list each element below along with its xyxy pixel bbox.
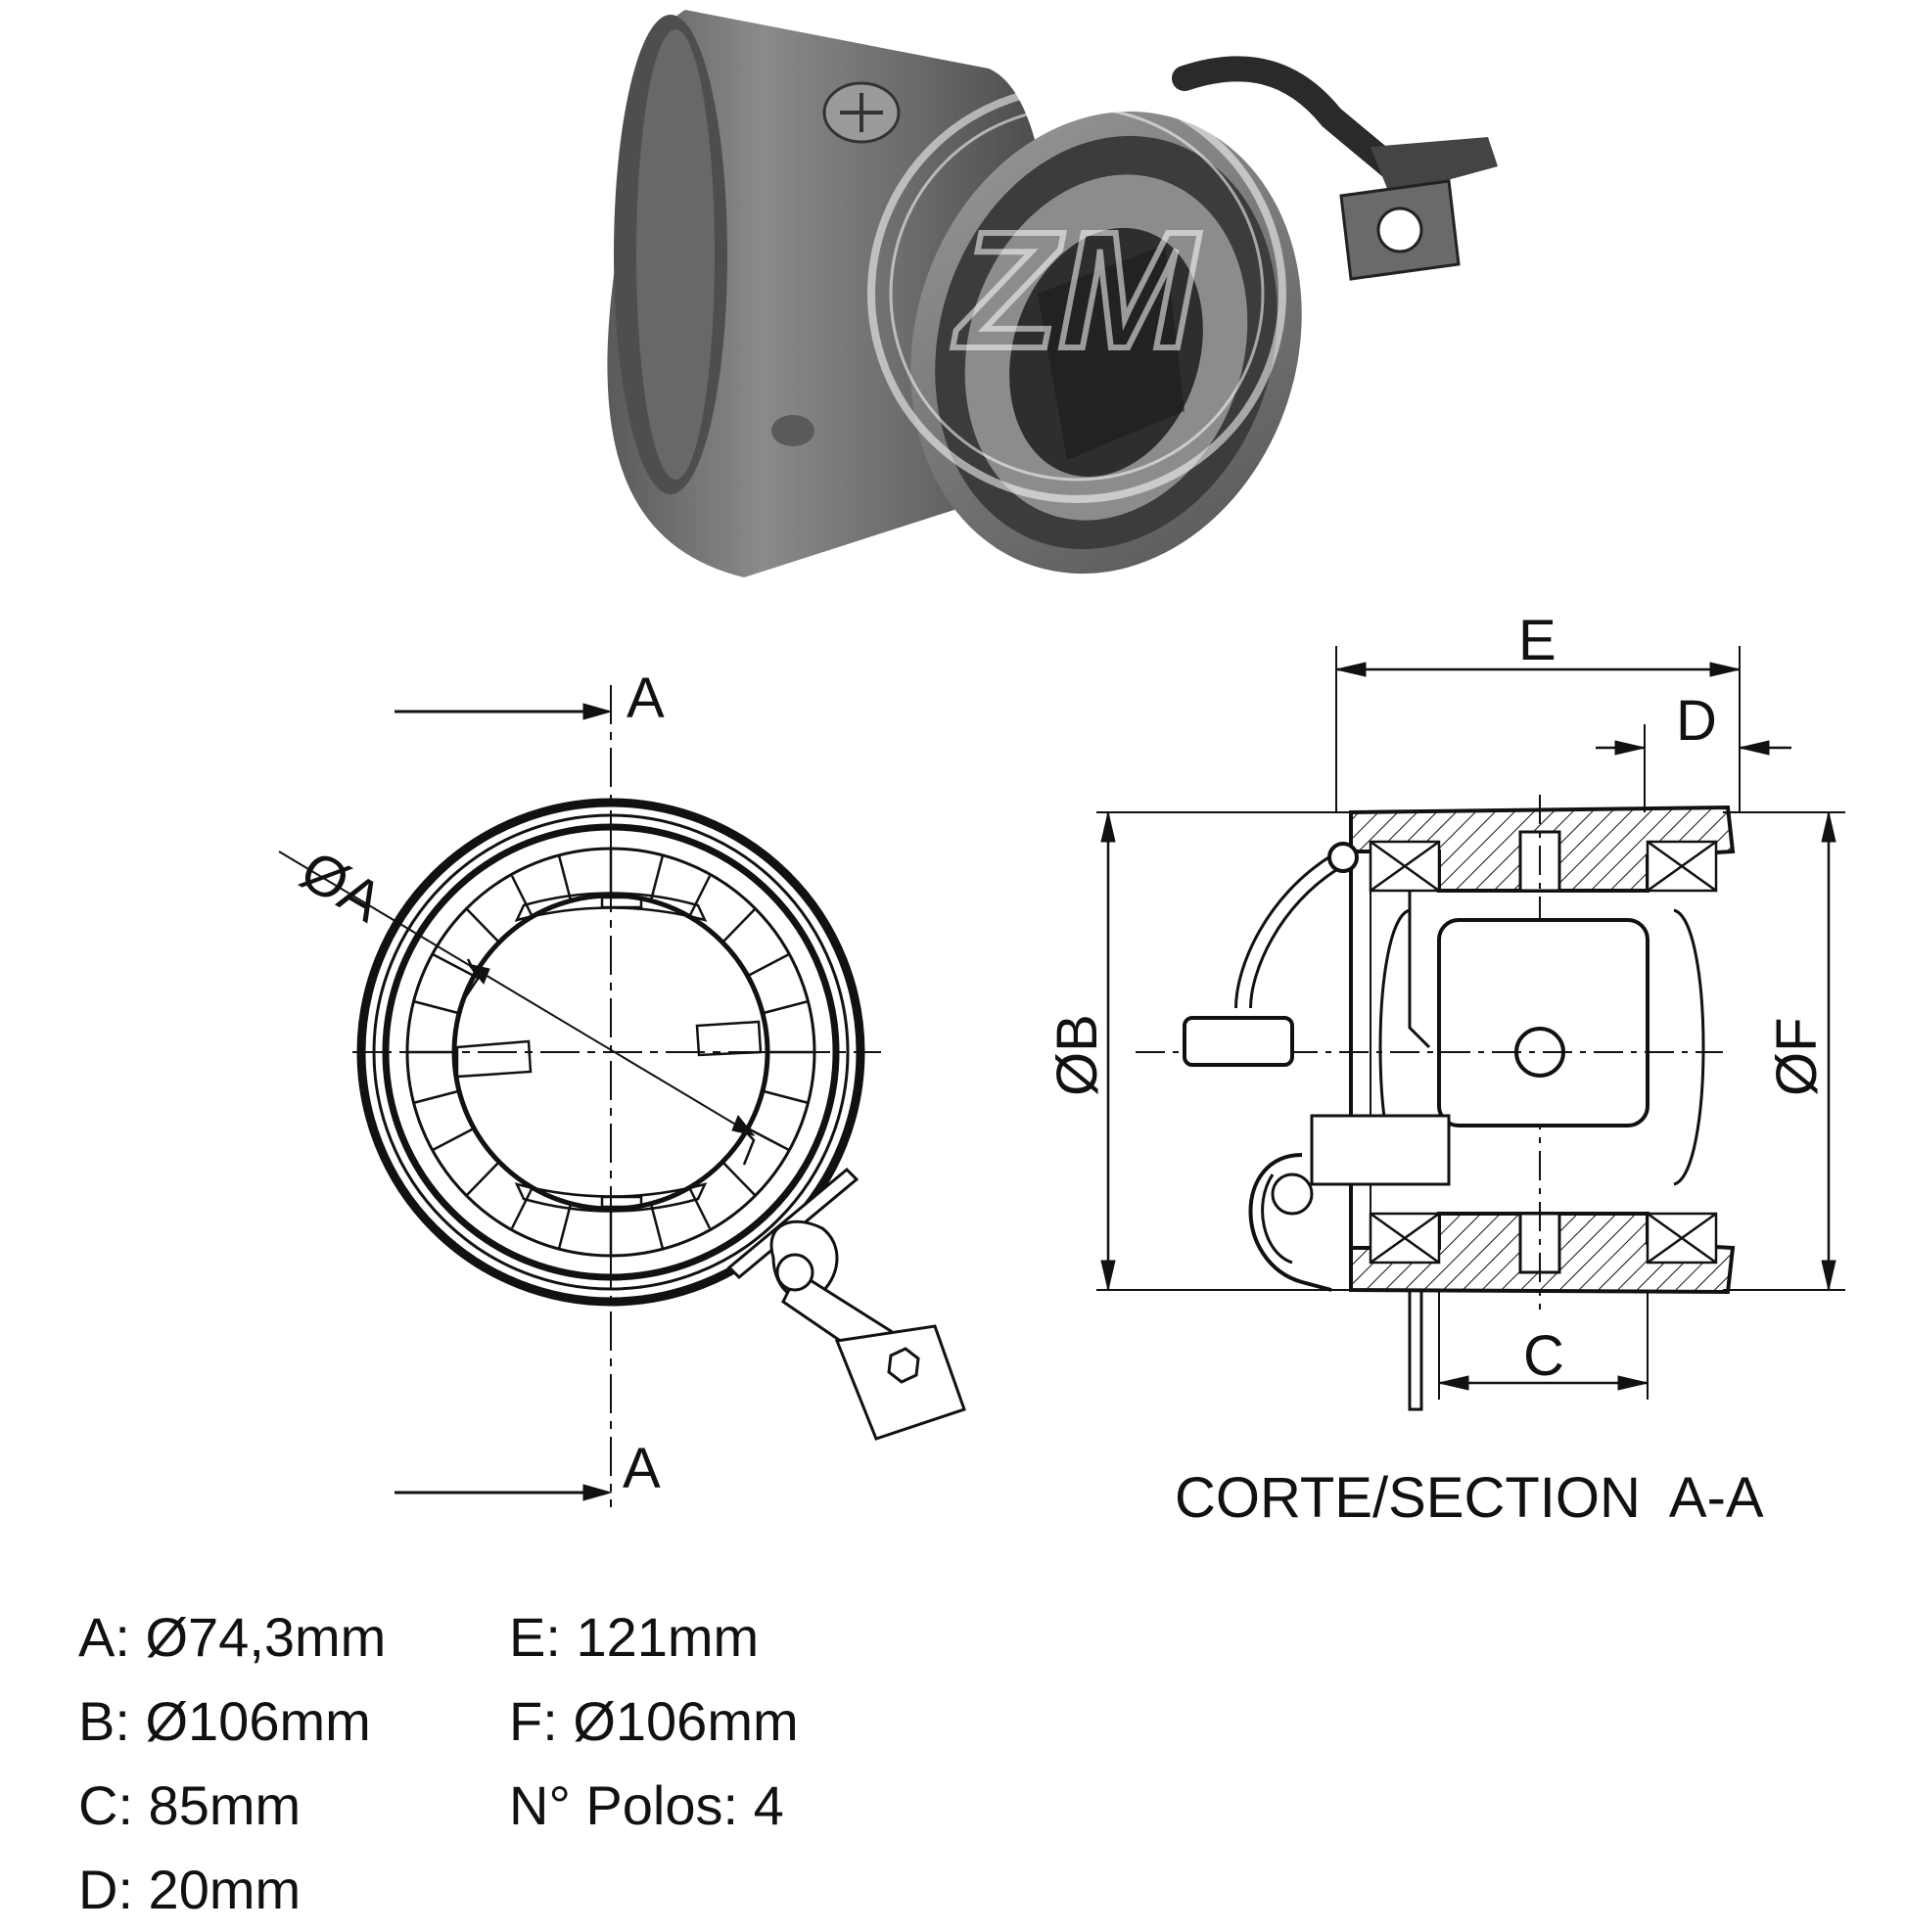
dim-c-label: C — [1523, 1324, 1564, 1388]
spec-b: B: Ø106mm — [78, 1690, 371, 1752]
dim-e-label: E — [1518, 609, 1557, 672]
svg-text:ZM: ZM — [952, 198, 1200, 384]
spec-c: C: 85mm — [78, 1774, 302, 1836]
section-view — [1096, 646, 1845, 1411]
spec-column-right: E: 121mm F: Ø106mm N° Polos: 4 — [509, 1595, 799, 1848]
watermark-logo: ZM — [867, 84, 1286, 503]
spec-e: E: 121mm — [509, 1606, 760, 1668]
dim-d-label: D — [1676, 689, 1717, 753]
spec-d: D: 20mm — [78, 1859, 302, 1920]
diameter-a-label: ØA — [290, 839, 393, 935]
spec-poles: N° Polos: 4 — [509, 1774, 784, 1836]
dim-b-label: ØB — [1045, 1014, 1109, 1096]
section-marker-top: A — [627, 667, 665, 730]
section-caption: CORTE/SECTION A-A — [1175, 1466, 1764, 1530]
front-view — [278, 685, 966, 1507]
spec-f: F: Ø106mm — [509, 1690, 799, 1752]
section-marker-bottom: A — [623, 1437, 661, 1500]
dim-f-label: ØF — [1765, 1017, 1829, 1096]
spec-column-left: A: Ø74,3mm B: Ø106mm C: 85mm D: 20mm — [78, 1595, 386, 1932]
spec-a: A: Ø74,3mm — [78, 1606, 387, 1668]
product-photo: ZM — [607, 10, 1498, 577]
